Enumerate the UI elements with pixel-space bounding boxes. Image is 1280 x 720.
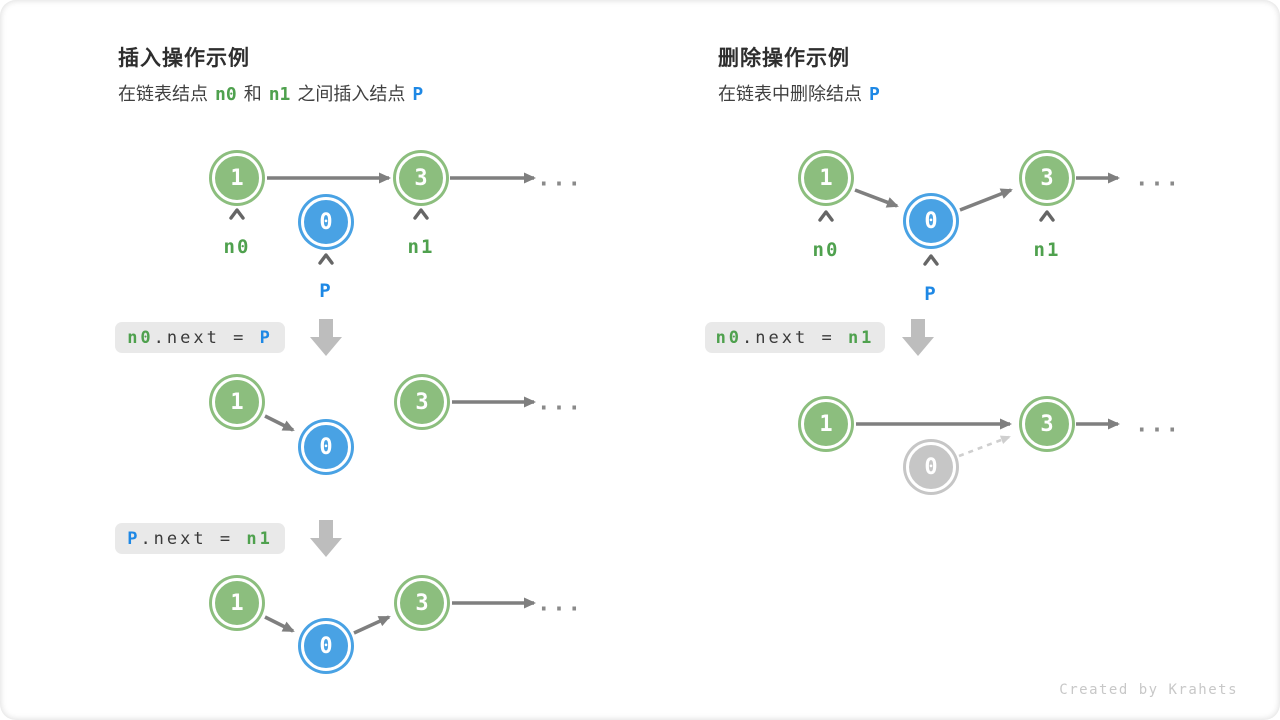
list-node-removed: 0: [906, 442, 956, 492]
subtitle-text: 在链表结点: [118, 84, 208, 104]
list-node-1: 1: [212, 377, 262, 427]
node-value: 1: [819, 165, 833, 191]
next-pointer-arrow: [264, 615, 295, 633]
caret-up-icon: [818, 210, 834, 222]
code-token: .next =: [742, 327, 848, 348]
caret-up-icon: [318, 253, 334, 265]
node-value: 3: [415, 590, 429, 616]
label-p: P: [319, 280, 333, 302]
code-token: n0: [127, 327, 154, 348]
code-box-n0-next-p: n0.next = P: [115, 322, 285, 353]
list-node-1: 1: [212, 578, 262, 628]
node-value: 0: [319, 209, 333, 235]
next-pointer-arrow: [959, 188, 1013, 212]
node-value: 0: [319, 434, 333, 460]
removed-pointer-dashed-arrow: [958, 435, 1011, 458]
node-value: 1: [819, 411, 833, 437]
list-node-3: 3: [397, 377, 447, 427]
insert-title: 插入操作示例: [118, 47, 250, 70]
label-p: P: [924, 283, 938, 305]
token-p: P: [869, 84, 880, 105]
list-node-p: 0: [301, 422, 351, 472]
step-down-arrow-icon: [310, 319, 342, 356]
subtitle-text: 在链表中删除结点: [718, 84, 862, 104]
node-value: 0: [924, 454, 938, 480]
step-down-arrow-icon: [902, 319, 934, 356]
node-value: 3: [415, 389, 429, 415]
list-node-p: 0: [301, 197, 351, 247]
code-token: .next =: [153, 327, 260, 348]
next-pointer-arrow: [264, 414, 295, 432]
code-box-p-next-n1: P.next = n1: [115, 523, 285, 554]
node-value: 3: [1040, 411, 1054, 437]
ellipsis: ...: [1135, 412, 1181, 438]
caret-up-icon: [1039, 210, 1055, 222]
node-value: 3: [1040, 165, 1054, 191]
code-token: n1: [246, 528, 273, 549]
node-value: 0: [319, 633, 333, 659]
token-n1: n1: [268, 84, 291, 105]
node-value: 1: [230, 165, 244, 191]
code-token: n0: [715, 327, 743, 348]
watermark-credit: Created by Krahets: [1059, 682, 1238, 698]
code-token: P: [259, 327, 273, 348]
code-token: n1: [847, 327, 875, 348]
step-down-arrow-icon: [310, 520, 342, 557]
list-node-3: 3: [1022, 399, 1072, 449]
list-node-3: 3: [396, 153, 446, 203]
token-p: P: [412, 84, 424, 105]
subtitle-text: 和: [243, 84, 262, 104]
caret-up-icon: [413, 208, 429, 220]
subtitle-text: 之间插入结点: [297, 84, 406, 104]
list-node-1: 1: [801, 399, 851, 449]
code-box-n0-next-n1: n0.next = n1: [705, 322, 885, 353]
node-value: 1: [230, 389, 244, 415]
node-value: 0: [924, 208, 938, 234]
list-node-3: 3: [1022, 153, 1072, 203]
delete-subtitle: 在链表中删除结点 P: [718, 80, 887, 106]
delete-title: 删除操作示例: [718, 47, 850, 70]
list-node-1: 1: [801, 153, 851, 203]
next-pointer-arrow: [353, 615, 391, 635]
node-value: 1: [230, 590, 244, 616]
node-value: 3: [414, 165, 428, 191]
code-token: P: [127, 528, 141, 549]
list-node-p: 0: [301, 621, 351, 671]
label-n0: n0: [812, 239, 840, 261]
label-n0: n0: [223, 236, 251, 258]
caret-up-icon: [923, 254, 939, 266]
label-n1: n1: [1033, 239, 1061, 261]
list-node-p: 0: [906, 196, 956, 246]
ellipsis: ...: [1135, 166, 1181, 192]
token-n0: n0: [215, 84, 237, 105]
insert-subtitle: 在链表结点 n0 和 n1 之间插入结点 P: [118, 80, 430, 106]
code-token: .next =: [140, 528, 247, 549]
list-node-1: 1: [212, 153, 262, 203]
next-pointer-arrow: [854, 188, 899, 208]
ellipsis: ...: [537, 166, 583, 192]
caret-up-icon: [229, 208, 245, 220]
ellipsis: ...: [537, 591, 583, 617]
label-n1: n1: [407, 236, 435, 258]
ellipsis: ...: [537, 390, 583, 416]
list-node-3: 3: [397, 578, 447, 628]
